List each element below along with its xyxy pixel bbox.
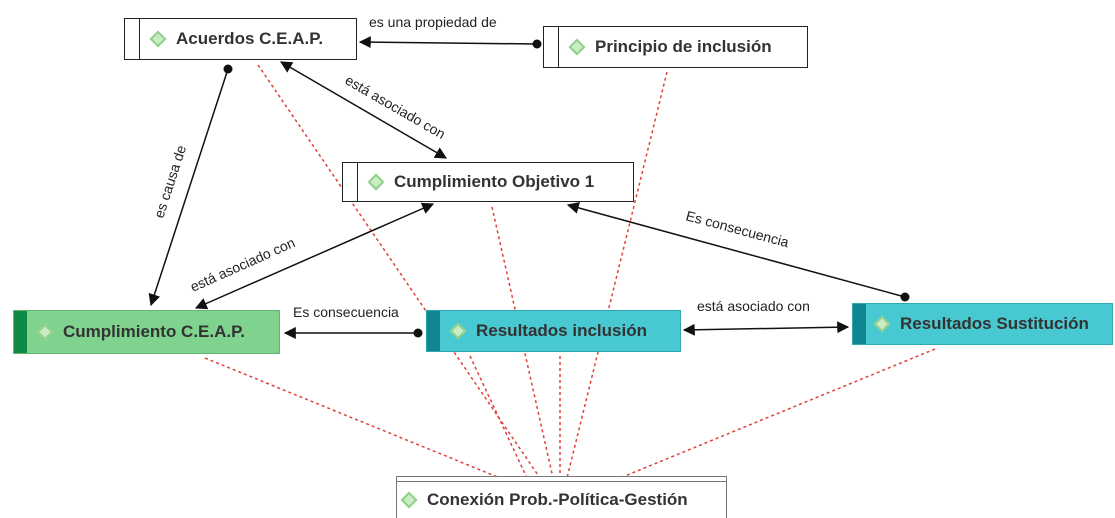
diamond-icon: [367, 173, 385, 191]
dotted-link-acuerdos: [257, 64, 541, 479]
edge-label-consecuencia-2: Es consecuencia: [684, 207, 791, 250]
dotted-links: [204, 64, 936, 479]
node-label: Principio de inclusión: [595, 37, 772, 56]
edge-label-propiedad: es una propiedad de: [369, 14, 497, 30]
edge-causa: [148, 68, 229, 307]
node-resultados-sustitucion[interactable]: Resultados Sustitución: [852, 303, 1113, 345]
diamond-icon: [149, 30, 167, 48]
node-label: Acuerdos C.E.A.P.: [176, 29, 324, 48]
diamond-icon: [873, 315, 891, 333]
node-principio-inclusion[interactable]: Principio de inclusión: [543, 26, 808, 68]
diamond-icon: [36, 323, 54, 341]
node-label: Resultados Sustitución: [900, 314, 1089, 333]
dotted-link-resultados-1: [469, 355, 528, 479]
node-label: Conexión Prob.-Política-Gestión: [427, 489, 688, 509]
node-color-bar: [14, 311, 27, 353]
edge-label-asociado-2: está asociado con: [188, 234, 298, 295]
node-label: Cumplimiento C.E.A.P.: [63, 322, 245, 341]
diamond-icon: [568, 38, 586, 56]
origin-dot: [900, 292, 910, 302]
edge-asociado-1: [279, 61, 448, 159]
origin-dot: [223, 64, 233, 74]
origin-dot: [532, 39, 542, 49]
edge-label-asociado-3: está asociado con: [697, 298, 810, 314]
edge-propiedad: [358, 36, 537, 49]
dotted-link-cumplimiento: [204, 357, 501, 479]
dotted-link-principio: [566, 71, 668, 479]
edge-consecuencia-2: [566, 202, 906, 298]
edge-asociado-3: [682, 321, 850, 336]
node-label: Resultados inclusión: [476, 321, 647, 340]
origin-dot: [413, 328, 423, 338]
node-marker: [125, 19, 140, 59]
node-top-bar: [396, 476, 727, 482]
node-cumplimiento-ceap[interactable]: Cumplimiento C.E.A.P.: [13, 310, 280, 354]
diamond-icon: [449, 322, 467, 340]
node-resultados-inclusion[interactable]: Resultados inclusión: [426, 310, 681, 352]
node-marker: [343, 163, 358, 201]
node-color-bar: [427, 311, 440, 351]
diamond-icon: [400, 491, 418, 508]
edge-label-consecuencia-1: Es consecuencia: [293, 304, 399, 320]
node-cumplimiento-objetivo[interactable]: Cumplimiento Objetivo 1: [342, 162, 634, 202]
node-color-bar: [853, 304, 866, 344]
edge-asociado-2: [194, 202, 435, 310]
node-conexion-prob-politica-gestion[interactable]: Conexión Prob.-Política-Gestión: [396, 476, 727, 518]
edge-origin-dots: [223, 39, 910, 338]
node-acuerdos-ceap[interactable]: Acuerdos C.E.A.P.: [124, 18, 357, 60]
node-label: Cumplimiento Objetivo 1: [394, 172, 595, 191]
node-marker: [544, 27, 559, 67]
relation-edges: [148, 36, 906, 339]
dotted-link-sustitucion: [619, 348, 936, 479]
edge-label-causa: es causa de: [151, 143, 190, 220]
